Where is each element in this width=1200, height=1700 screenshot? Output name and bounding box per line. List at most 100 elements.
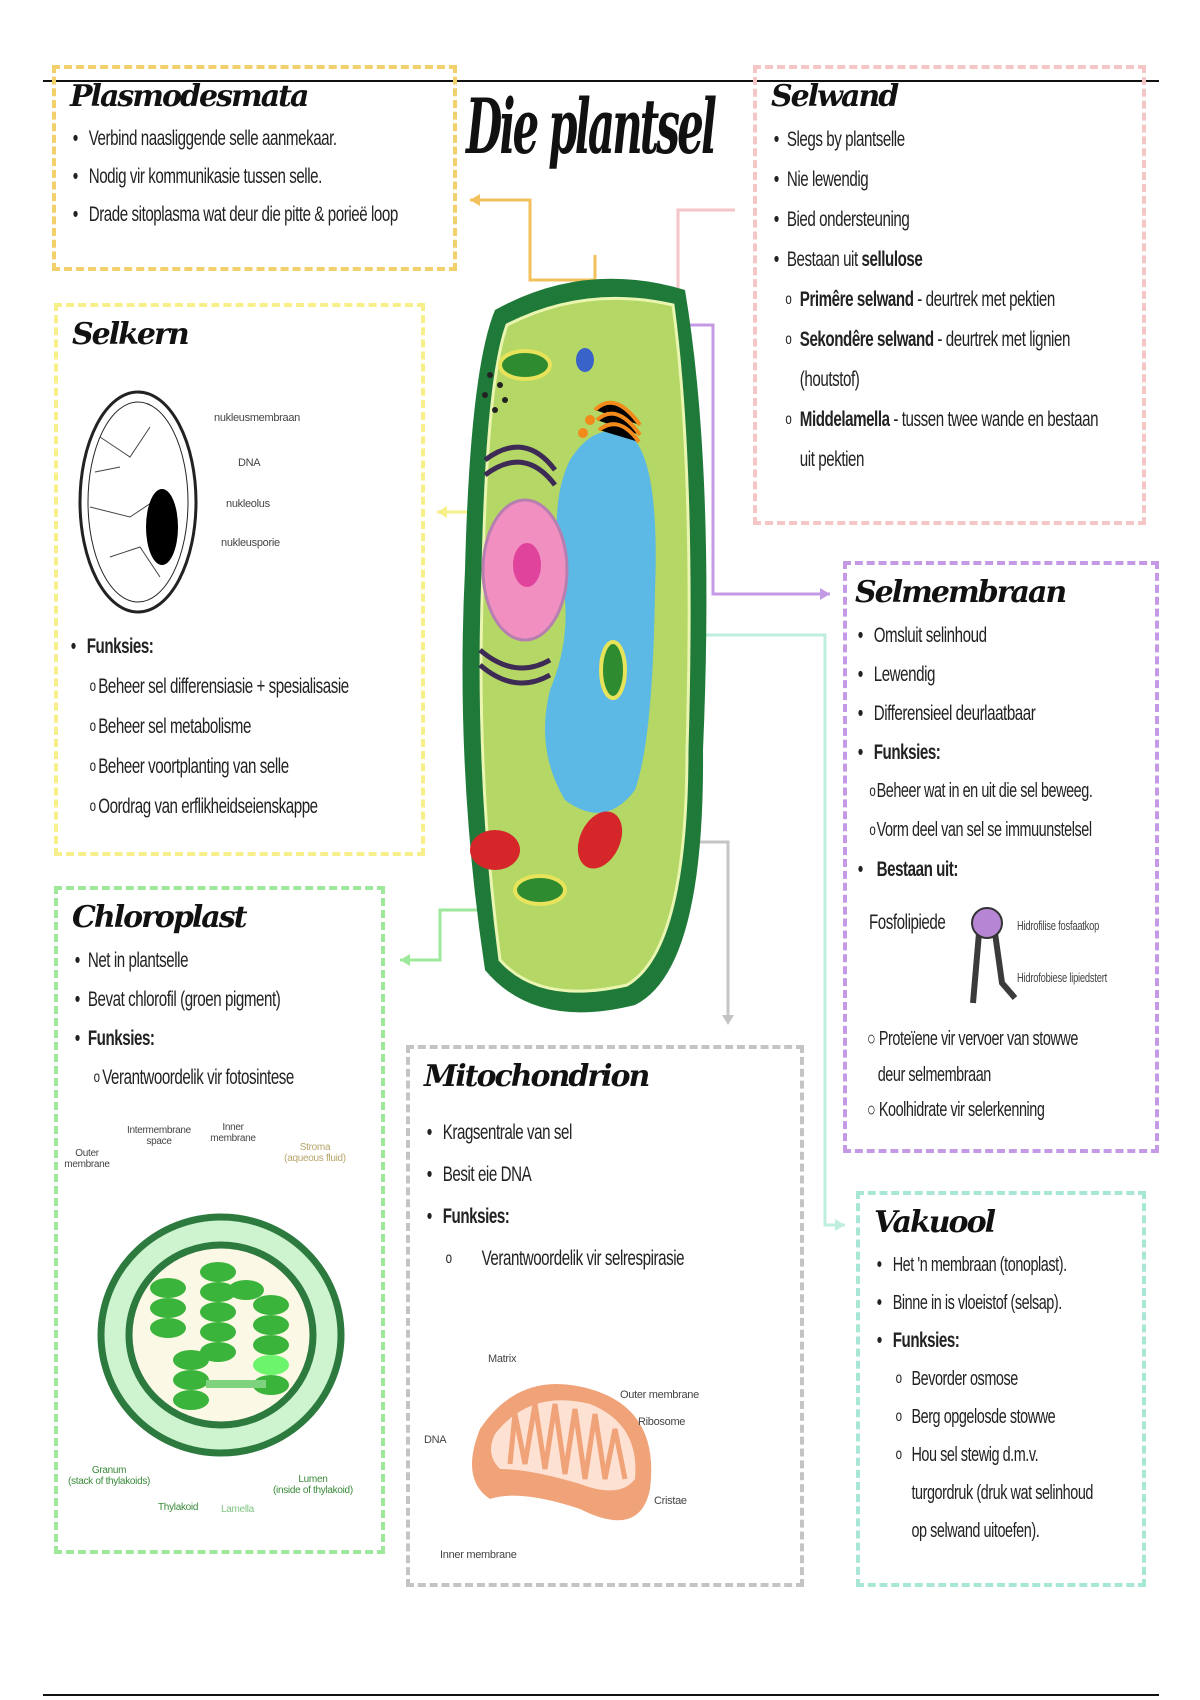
- list-item: Beheer wat in en uit die sel beweeg.: [855, 772, 1092, 811]
- list-item: Drade sitoplasma wat deur die pitte & po…: [70, 196, 398, 234]
- golgi-icon: [593, 400, 642, 444]
- arrow-plasmodesmata: [470, 198, 597, 282]
- fosfolipiede-label: Fosfolipiede: [869, 911, 946, 934]
- funksies-text: Funksies:: [442, 1205, 510, 1228]
- lumen-text: Lumen: [298, 1474, 328, 1485]
- mitochondrion-diagram: [472, 1384, 652, 1521]
- label-stroma: Stroma (aqueous fluid): [284, 1142, 346, 1164]
- list-item: Bestaan uit sellulose: [771, 240, 1028, 280]
- label-outer-membrane: Outer membrane: [64, 1148, 110, 1170]
- plasmodesmata-heading: Plasmodesmata: [70, 79, 309, 114]
- list-item: Lewendig: [855, 655, 1065, 694]
- list-item: Omsluit selinhoud: [855, 616, 1065, 655]
- funksies-text: Funksies:: [892, 1329, 960, 1352]
- list-item: Differensieel deurlaatbaar: [855, 694, 1065, 733]
- arrowhead: [470, 194, 480, 206]
- list-item: Bevat chlorofil (groen pigment): [72, 980, 284, 1019]
- bestaan-value: sellulose: [861, 248, 923, 271]
- nucleus-diagram: [78, 390, 198, 614]
- label-outer-membrane: Outer membrane: [620, 1389, 699, 1401]
- phospholipid-icon: [970, 907, 1017, 1004]
- list-item-continuation: op selwand uitoefen).: [911, 1520, 1040, 1542]
- funksies-label: Funksies:: [72, 1019, 284, 1058]
- koolhidrate-text: Koolhidrate vir selerkenning: [878, 1099, 1045, 1121]
- bestaan-label: Bestaan uit: [786, 248, 862, 271]
- selkern-heading: Selkern: [72, 317, 190, 352]
- label-thylakoid: Thylakoid: [158, 1502, 199, 1513]
- label-lamella: Lamella: [221, 1504, 254, 1515]
- funksies-label: Funksies:: [424, 1196, 685, 1238]
- list-item: Hou sel stewig d.m.v.: [874, 1436, 1057, 1474]
- label-dna: DNA: [238, 457, 261, 469]
- label-ribosome: Ribosome: [638, 1416, 686, 1428]
- list-item: Berg opgelosde stowwe: [874, 1398, 1057, 1436]
- vakuool-heading: Vakuool: [874, 1205, 996, 1240]
- label-hidrofobiese-stert: Hidrofobiese lipiedstert: [1017, 970, 1108, 985]
- nucleolus: [513, 543, 541, 587]
- arrowhead: [437, 506, 447, 518]
- term: Middelamella: [799, 408, 890, 431]
- list-item-continuation: turgordruk (druk wat selinhoud: [911, 1482, 1093, 1504]
- list-item-continuation: (houtstof): [799, 368, 860, 391]
- arrowhead: [835, 1219, 845, 1231]
- label-intermembrane-space: Intermembrane space: [127, 1125, 191, 1147]
- list-item: Verbind naasliggende selle aanmekaar.: [70, 120, 337, 158]
- vacuole: [545, 430, 656, 813]
- list-item: Nie lewendig: [771, 160, 1028, 200]
- list-item: Slegs by plantselle: [771, 120, 1028, 160]
- list-item: Beheer voortplanting van selle: [68, 747, 318, 787]
- list-item-continuation: uit pektien: [799, 448, 865, 471]
- selkern-card: Selkern nukleusmembraan DNA nukleolus nu…: [54, 303, 425, 856]
- top-rule: [43, 80, 1159, 82]
- label-lumen: Lumen(inside of thylakoid): [273, 1474, 353, 1496]
- mitochondrion-card: Mitochondrion Kragsentrale van sel Besit…: [406, 1045, 804, 1587]
- bestaan-label: Bestaan uit:: [855, 850, 1065, 889]
- mitochondrion-icon: [470, 811, 623, 870]
- list-item: Primêre selwand - deurtrek met pektien: [771, 280, 1055, 320]
- funksies-text: Funksies:: [86, 635, 154, 658]
- chloroplast-diagram: [97, 1213, 345, 1457]
- term: Primêre selwand: [799, 288, 914, 311]
- list-item: Beheer sel metabolisme: [68, 707, 318, 747]
- list-item: Oordrag van erflikheidseienskappe: [68, 787, 318, 827]
- label-matrix: Matrix: [488, 1353, 517, 1365]
- arrowhead: [722, 1015, 734, 1025]
- small-vacuole-icon: [576, 348, 594, 372]
- funksies-label: Funksies:: [874, 1322, 1057, 1360]
- list-item: Nodig vir kommunikasie tussen selle.: [70, 158, 336, 196]
- plant-cell-diagram: [462, 278, 707, 1013]
- funksies-text: Funksies:: [873, 741, 941, 764]
- list-item: Sekondêre selwand - deurtrek met lignien: [771, 320, 1070, 360]
- definition: - tussen twee wande en bestaan: [889, 408, 1099, 431]
- selwand-card: Selwand Slegs by plantselle Nie lewendig…: [753, 65, 1146, 525]
- label-hidrofilise-kop: Hidrofilise fosfaatkop: [1017, 918, 1100, 933]
- granum-text: Granum: [91, 1465, 127, 1476]
- koolhidrate-item: ○ Koolhidrate vir selerkenning: [867, 1099, 1045, 1121]
- lumen-sub: (inside of thylakoid): [273, 1485, 353, 1496]
- arrowhead: [820, 588, 830, 600]
- bottom-rule: [43, 1694, 1159, 1696]
- chloroplast-card: Chloroplast Net in plantselle Bevat chlo…: [54, 886, 385, 1554]
- ribosome-icon: [482, 372, 508, 413]
- list-item: Bevorder osmose: [874, 1360, 1057, 1398]
- definition: - deurtrek met pektien: [913, 288, 1055, 311]
- list-item: Verantwoordelik vir fotosintese: [72, 1058, 295, 1097]
- label-inner-membrane: Inner membrane: [440, 1549, 517, 1561]
- label-dna: DNA: [424, 1434, 447, 1446]
- selmembraan-heading: Selmembraan: [855, 575, 1067, 610]
- list-item: Verantwoordelik vir selrespirasie: [424, 1238, 685, 1280]
- list-item: Het 'n membraan (tonoplast).: [874, 1246, 1067, 1284]
- chloroplast-heading: Chloroplast: [72, 900, 247, 935]
- plasmodesmata-card: Plasmodesmata Verbind naasliggende selle…: [52, 65, 457, 271]
- list-item: Beheer sel differensiasie + spesialisasi…: [68, 667, 350, 707]
- arrowhead: [400, 954, 410, 966]
- list-item: Vorm deel van sel se immuunstelsel: [855, 811, 1092, 850]
- vakuool-card: Vakuool Het 'n membraan (tonoplast). Bin…: [856, 1191, 1146, 1587]
- proteiene-text: Proteïene vir vervoer van stowwe: [878, 1028, 1079, 1050]
- selmembraan-card: Selmembraan Omsluit selinhoud Lewendig D…: [843, 561, 1159, 1153]
- page-title: Die plantsel: [466, 82, 717, 171]
- bestaan-text: Bestaan uit:: [876, 858, 959, 881]
- list-item: Kragsentrale van sel: [424, 1112, 685, 1154]
- definition: - deurtrek met lignien: [933, 328, 1070, 351]
- funksies-label: Funksies:: [68, 627, 318, 667]
